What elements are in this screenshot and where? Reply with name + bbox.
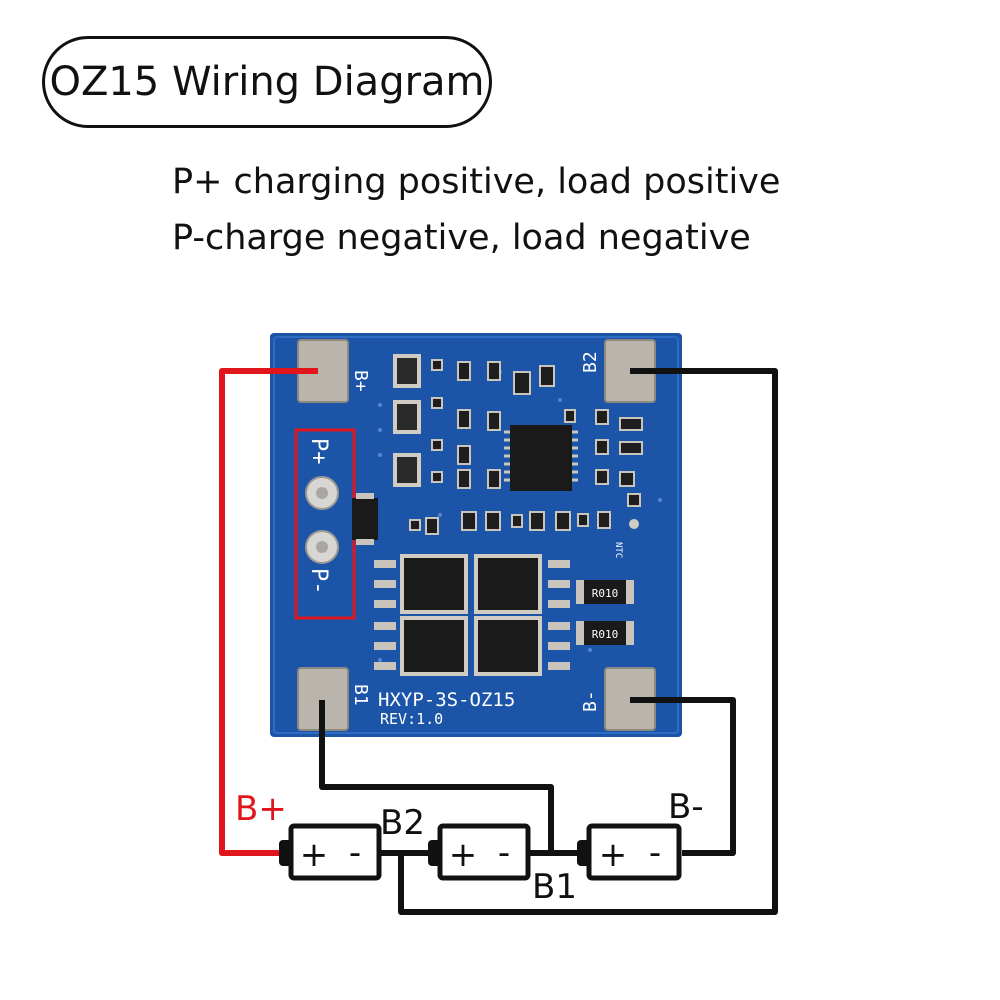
resistor-1-label: R010 [592, 587, 619, 600]
wires [219, 368, 778, 915]
ntc-label: NTC [613, 542, 623, 558]
cell-2-minus: - [498, 833, 510, 873]
cell-1-minus: - [349, 833, 361, 873]
bms-board: B+ B2 B1 B- P+ P- [270, 333, 682, 737]
pad-label-b1: B1 [350, 684, 371, 706]
page-title: OZ15 Wiring Diagram [49, 59, 485, 105]
smd-components [409, 359, 643, 535]
p-minus-label: P- [306, 568, 331, 595]
wire-b-minus [630, 697, 736, 856]
shunt-resistor-2: R010 [576, 621, 634, 645]
pad-label-b-plus: B+ [350, 370, 371, 392]
resistor-2-label: R010 [592, 628, 619, 641]
mosfets [374, 554, 570, 676]
battery-cell-1: + - [279, 823, 382, 881]
description-line-2: P-charge negative, load negative [172, 218, 751, 258]
capacitors-left [393, 354, 421, 487]
p-plus-label: P+ [306, 438, 331, 465]
description-line-1: P+ charging positive, load positive [172, 162, 781, 202]
cell-3-plus: + [599, 835, 628, 875]
pad-label-b-minus: B- [580, 690, 601, 712]
battery-cell-3: + - [577, 823, 682, 881]
cell-2-plus: + [449, 835, 478, 875]
wiring-label-b-minus: B- [668, 787, 704, 827]
wiring-label-b2: B2 [380, 803, 425, 843]
diode [352, 498, 378, 540]
cell-1-plus: + [300, 835, 329, 875]
board-model: HXYP-3S-OZ15 [378, 689, 515, 711]
title-pill: OZ15 Wiring Diagram [42, 36, 492, 128]
board-revision: REV:1.0 [380, 710, 443, 728]
wiring-label-b1: B1 [532, 867, 577, 907]
wiring-label-b-plus: B+ [235, 789, 287, 829]
shunt-resistor-1: R010 [576, 580, 634, 604]
cell-3-minus: - [649, 833, 661, 873]
battery-cell-2: + - [428, 823, 531, 881]
pad-label-b2: B2 [580, 351, 601, 373]
main-ic [504, 425, 578, 491]
wire-b-plus [219, 368, 318, 856]
